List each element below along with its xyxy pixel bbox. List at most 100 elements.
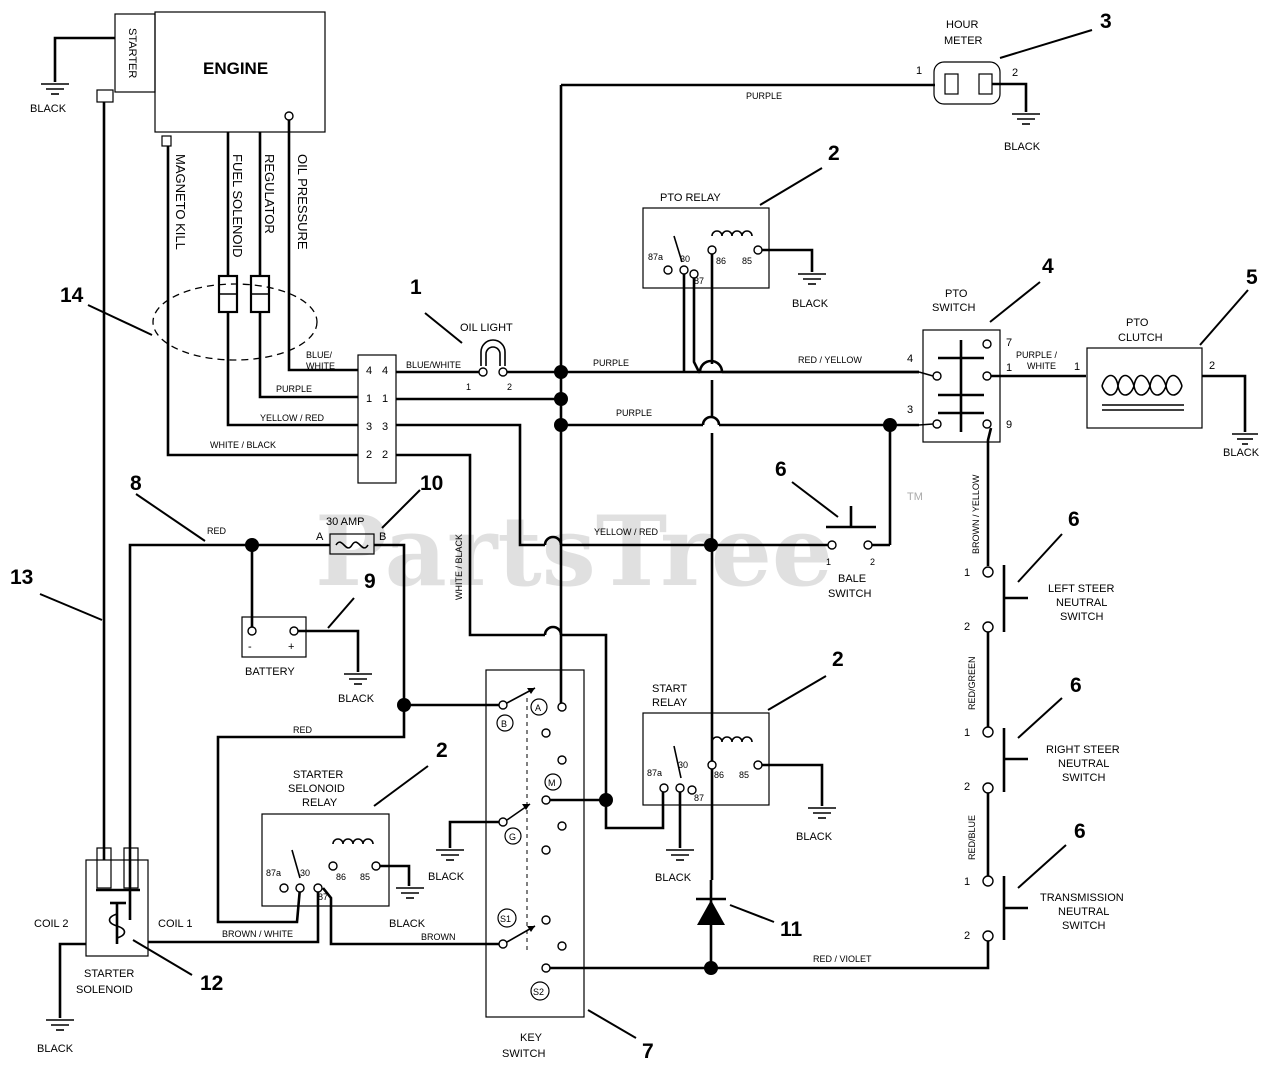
battery-ground-label: BLACK <box>338 693 375 705</box>
starter-solenoid-label-2: SOLENOID <box>76 984 133 996</box>
white-black-label-left: WHITE / BLACK <box>210 440 276 450</box>
ground-symbol <box>46 1019 74 1031</box>
callout-13-leader <box>39 593 103 621</box>
left-steer-label-2: NEUTRAL <box>1056 597 1107 609</box>
pto-switch <box>922 329 1001 443</box>
pto-clutch-ground-wire <box>1202 374 1247 432</box>
svg-text:M: M <box>548 778 556 788</box>
pto-switch-label-2: SWITCH <box>932 302 975 314</box>
pto-relay-ground-wire <box>762 248 814 272</box>
yellow-red-wire <box>396 423 545 547</box>
svg-text:85: 85 <box>739 770 749 780</box>
key-g-ground-wire <box>448 820 499 848</box>
hour-meter-ground-wire <box>992 82 1028 112</box>
start-relay-30-ground-label: BLACK <box>655 872 692 884</box>
red-green-label: RED/GREEN <box>967 656 977 710</box>
svg-text:87a: 87a <box>647 768 662 778</box>
callout-10-leader <box>381 489 421 529</box>
pto-clutch-label-1: PTO <box>1126 317 1149 329</box>
red-violet-label: RED / VIOLET <box>813 954 872 964</box>
blue-white-label: BLUE/WHITE <box>406 360 461 370</box>
battery-label: BATTERY <box>245 666 295 678</box>
callout-6-a: 6 <box>775 458 787 481</box>
callout-8: 8 <box>130 472 142 495</box>
callout-4: 4 <box>1042 255 1054 278</box>
pto-switch-pin-9: 9 <box>1006 419 1012 431</box>
callout-6-d: 6 <box>1074 820 1086 843</box>
key-switch-label-2: SWITCH <box>502 1048 545 1060</box>
callout-3: 3 <box>1100 10 1112 33</box>
left-steer-pin-1: 1 <box>964 567 970 579</box>
transmission-pin-2: 2 <box>964 930 970 942</box>
pto-switch-pin-4: 4 <box>907 353 913 365</box>
right-steer-label-1: RIGHT STEER <box>1046 744 1120 756</box>
white-black-wire-right <box>561 633 608 800</box>
callout-13: 13 <box>10 566 33 589</box>
oil-pressure-label: OIL PRESSURE <box>295 154 310 250</box>
purple-crossover-1 <box>701 415 721 426</box>
svg-text:S2: S2 <box>533 987 544 997</box>
svg-text:85: 85 <box>742 256 752 266</box>
starter-solenoid-relay: 87a 30 87 86 85 <box>261 813 390 907</box>
starter-relay-ground-label: BLACK <box>389 918 426 930</box>
blue-white-split-label-2: WHITE <box>306 361 335 371</box>
transmission-label-3: SWITCH <box>1062 920 1105 932</box>
battery-neg: - <box>248 641 252 653</box>
callout-6-leader-c <box>1017 697 1063 739</box>
engine-label: ENGINE <box>203 59 268 78</box>
starter-box <box>114 13 156 93</box>
right-steer-label-2: NEUTRAL <box>1058 758 1109 770</box>
fuse-label: 30 AMP <box>326 516 365 528</box>
svg-text:87a: 87a <box>266 868 281 878</box>
red-violet-wire <box>550 938 990 970</box>
callout-1: 1 <box>410 276 422 299</box>
ground-symbol <box>798 273 826 285</box>
pto-switch-pin-7: 7 <box>1006 337 1012 349</box>
key-switch-label-1: KEY <box>520 1032 543 1044</box>
regulator-label: REGULATOR <box>262 154 277 234</box>
oil-light <box>478 339 508 377</box>
pto-clutch <box>1086 347 1203 429</box>
pto-clutch-label-2: CLUTCH <box>1118 332 1163 344</box>
callout-8-leader <box>135 493 206 542</box>
callout-6-leader-a <box>791 481 839 518</box>
pto-relay-ground-label: BLACK <box>792 298 829 310</box>
junction-dot <box>704 538 718 552</box>
svg-text:30: 30 <box>300 868 310 878</box>
starter-ground-label: BLACK <box>30 103 67 115</box>
magneto-kill-label: MAGNETO KILL <box>173 154 188 250</box>
purple-white-label-2: WHITE <box>1027 361 1056 371</box>
white-black-crossover <box>543 625 563 636</box>
hour-meter <box>933 61 1001 105</box>
start-relay: 87a 30 87 86 85 <box>642 712 770 806</box>
oil-light-label: OIL LIGHT <box>460 322 513 334</box>
fuel-solenoid-connector <box>217 274 239 314</box>
key-g-ground-label: BLACK <box>428 871 465 883</box>
callout-6-c: 6 <box>1070 674 1082 697</box>
ground-symbol <box>436 849 464 861</box>
brown-wire <box>321 887 499 946</box>
pto-switch-pin-3: 3 <box>907 404 913 416</box>
hour-meter-ground-label: BLACK <box>1004 141 1041 153</box>
start-relay-ground-label: BLACK <box>796 831 833 843</box>
yellow-red-label: YELLOW / RED <box>594 527 659 537</box>
magneto-kill-lug <box>161 135 172 147</box>
callout-14-ellipse <box>152 283 318 361</box>
pto-clutch-pin-2: 2 <box>1209 360 1215 372</box>
svg-text:3: 3 <box>366 421 372 433</box>
oil-light-pin-2: 2 <box>507 382 512 392</box>
red-wire-main <box>128 543 330 920</box>
brown-white-wire <box>148 892 320 944</box>
callout-12-leader <box>132 939 193 976</box>
bale-switch <box>826 506 876 550</box>
starter-label: STARTER <box>126 28 138 78</box>
start-relay-87a-wire <box>604 790 665 830</box>
svg-text:86: 86 <box>714 770 724 780</box>
transmission-switch <box>982 875 1028 942</box>
ground-symbol <box>1012 113 1040 125</box>
junction-dot <box>554 418 568 432</box>
diode <box>696 880 726 968</box>
callout-2-leader-a <box>759 167 823 206</box>
left-steer-label-3: SWITCH <box>1060 611 1103 623</box>
